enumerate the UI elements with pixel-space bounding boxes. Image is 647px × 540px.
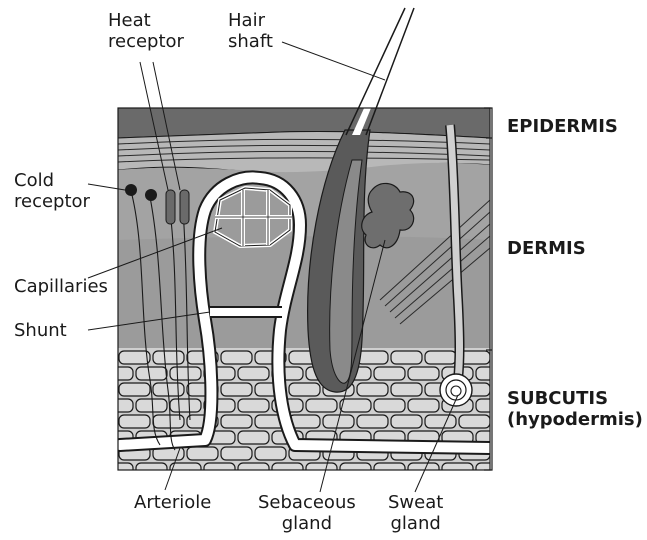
fat-cell (238, 431, 269, 444)
epidermis-label: EPIDERMIS (507, 116, 618, 137)
fat-cell (170, 399, 201, 412)
fat-cell (136, 367, 167, 380)
fat-cell (119, 415, 150, 428)
fat-cell (221, 383, 252, 396)
fat-cell (425, 415, 456, 428)
fat-cell (221, 415, 252, 428)
capillary-network (215, 188, 292, 246)
fat-cell (221, 447, 252, 460)
fat-cell (459, 415, 490, 428)
cold-receptor-1 (125, 184, 137, 196)
arteriole-label: Arteriole (134, 492, 211, 513)
fat-cell (153, 351, 184, 364)
fat-cell (187, 447, 218, 460)
fat-cell (374, 367, 405, 380)
fat-cell (357, 351, 388, 364)
heat-receptor-1 (166, 190, 175, 224)
fat-cell (357, 415, 388, 428)
fat-cell (255, 447, 286, 460)
sweat-gland-coil (440, 374, 472, 406)
fat-cell (289, 383, 320, 396)
fat-cell (357, 383, 388, 396)
fat-cell (391, 415, 422, 428)
fat-cell (170, 367, 201, 380)
sweat-gland-label: Sweat gland (388, 492, 443, 534)
fat-cell (238, 367, 269, 380)
cold-receptor-label: Cold receptor (14, 170, 90, 212)
fat-cell (340, 399, 371, 412)
shunt-label: Shunt (14, 320, 67, 341)
fat-cell (425, 351, 456, 364)
sebaceous-gland-label: Sebaceous gland (258, 492, 356, 534)
fat-cell (408, 399, 439, 412)
heat-receptor-label: Heat receptor (108, 10, 184, 52)
fat-cell (221, 351, 252, 364)
fat-cell (374, 399, 405, 412)
fat-cell (119, 383, 150, 396)
fat-cell (238, 399, 269, 412)
fat-cell (136, 399, 167, 412)
fat-cell (391, 383, 422, 396)
heat-receptor-2 (180, 190, 189, 224)
capillaries-label: Capillaries (14, 276, 108, 297)
fat-cell (306, 399, 337, 412)
fat-cell (408, 367, 439, 380)
fat-cell (391, 351, 422, 364)
fat-cell (119, 351, 150, 364)
cold-receptor-2 (145, 189, 157, 201)
subcutis-label: SUBCUTIS (hypodermis) (507, 388, 643, 430)
dermis-label: DERMIS (507, 238, 586, 259)
hair-shaft-label: Hair shaft (228, 10, 273, 52)
